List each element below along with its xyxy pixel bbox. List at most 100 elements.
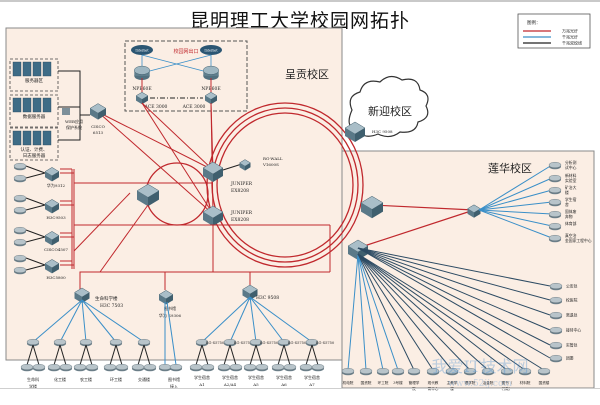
lianhua-fiber-link — [478, 189, 553, 211]
endpoint-top — [73, 364, 87, 371]
endpoint — [47, 364, 61, 372]
endpoint-top — [201, 364, 215, 371]
lianhua-fiber-link — [357, 247, 551, 346]
server-icon — [22, 130, 32, 146]
endpoint-top — [13, 226, 27, 233]
lianhua-node — [549, 297, 563, 305]
dorm-building-label: 学生宿舍 — [248, 374, 264, 380]
campus-label-lianhua: 莲华校区 — [488, 161, 532, 175]
ace3000-right-right — [211, 95, 217, 105]
switch-life-science-h3c7503-right — [82, 292, 90, 303]
access-link — [143, 344, 151, 366]
ace3000-left — [135, 91, 149, 105]
life-access-switch — [26, 339, 40, 347]
lianhua-node-top — [549, 342, 563, 349]
switch-juniper-ex8208-top-right — [213, 168, 223, 182]
lianhua-bottom-right-label: 实管处 — [566, 343, 578, 348]
server-icon — [42, 61, 52, 77]
dorm-building-label: 学生宿舍 — [304, 374, 320, 380]
lianhua-node-top — [548, 222, 562, 229]
library-access-label: 图书馆 — [168, 376, 180, 382]
switch-0-left — [45, 171, 52, 182]
lianhua-node-top — [549, 283, 563, 290]
lianhua-node — [376, 368, 390, 376]
life-access-switch-top — [79, 339, 93, 346]
switch-dorm-h3c9508-left — [242, 289, 250, 300]
lianhua-fiber-link — [357, 253, 399, 371]
dorm-fiber-link — [249, 296, 285, 343]
endpoint — [143, 364, 157, 372]
server-icon — [32, 61, 42, 77]
lianhua-top-label: 楼 — [565, 190, 569, 195]
juniper-top-label-2: EX8208 — [231, 188, 249, 194]
lianhua-fiber-link — [478, 177, 553, 211]
endpoint — [13, 174, 27, 183]
endpoint-top — [13, 194, 27, 201]
lianhua-fiber-link — [357, 247, 551, 331]
endpoint — [13, 162, 27, 171]
internet-cloud-right — [200, 45, 222, 55]
lianhua-node — [548, 198, 562, 207]
lianhua-node — [359, 368, 373, 376]
switch-dorm-h3c9508-right — [250, 289, 258, 300]
lianhua-node — [407, 368, 421, 376]
dorm-building-label: 学生宿舍 — [276, 374, 292, 380]
xinying-switch-label: H3C 9508 — [372, 129, 393, 134]
left-switch-label-1: H3C9503 — [46, 215, 66, 220]
lianhua-top-label: 试中心 — [565, 165, 577, 170]
dorm-fiber-link — [229, 296, 251, 343]
switch-2-left — [45, 235, 52, 246]
endpoint-top — [103, 364, 117, 371]
endpoint-top — [143, 364, 157, 371]
endpoint — [73, 364, 87, 372]
endpoint — [229, 364, 243, 372]
lianhua-node — [549, 312, 563, 320]
dorm-building-label: A7 — [308, 382, 315, 387]
ace3000-left-label: ACE 3000 — [144, 104, 168, 110]
switch-lianhua-core-1-right — [372, 202, 383, 219]
cisco6513-label-2: 6513 — [93, 130, 104, 135]
endpoint — [59, 364, 73, 372]
dorm-agg-label: H3C 9508 — [256, 295, 279, 301]
switch-1-left — [45, 203, 52, 214]
access-link — [79, 344, 87, 366]
life-fiber-link — [32, 299, 83, 343]
endpoint-top — [13, 162, 27, 169]
lianhua-node — [463, 368, 477, 376]
router-npe60e-left-top — [134, 65, 150, 75]
endpoint-top — [255, 364, 269, 371]
firewall-rg-wall-right — [245, 162, 251, 171]
endpoint — [13, 254, 27, 263]
server-icon — [42, 97, 52, 113]
switch-lianhua-agg-right — [474, 208, 481, 218]
left-switch-label-2: CISCO4507 — [44, 247, 68, 252]
lianhua-bottom-label: 材料院 — [520, 380, 531, 385]
switch-core-center-right — [148, 190, 159, 207]
endpoint-link — [25, 172, 46, 179]
dorm-access-switch — [195, 339, 209, 347]
ace3000-left-right — [142, 95, 148, 105]
lianhua-node-top — [445, 368, 459, 375]
lianhua-bottom-right-label: 团委 — [566, 356, 574, 361]
exit-core-link — [210, 102, 214, 215]
access-link — [109, 344, 117, 366]
endpoint — [217, 364, 231, 372]
endpoint-link — [25, 229, 46, 238]
lianhua-node — [500, 368, 514, 376]
dorm-building-label: A2/A4 — [223, 382, 237, 387]
switch-core-center-left — [137, 190, 148, 207]
juniper-top-label-1: JUNIPER — [230, 181, 253, 187]
lianhua-bottom-right-label: 校医院 — [566, 298, 578, 303]
endpoint — [243, 364, 257, 372]
lianhua-bottom-right-label: 接待中心 — [566, 328, 581, 333]
endpoint-top — [131, 364, 145, 371]
cisco-core-link — [97, 111, 214, 215]
lianhua-top-label: 新材料 — [565, 173, 577, 178]
lianhua-node — [549, 342, 563, 350]
library-label-1: 图书馆 — [164, 305, 176, 311]
lianhua-node-top — [549, 312, 563, 319]
legend-label: 千兆双绞线 — [562, 40, 582, 46]
lianhua-node — [341, 368, 355, 376]
endpoint-link — [25, 204, 46, 211]
